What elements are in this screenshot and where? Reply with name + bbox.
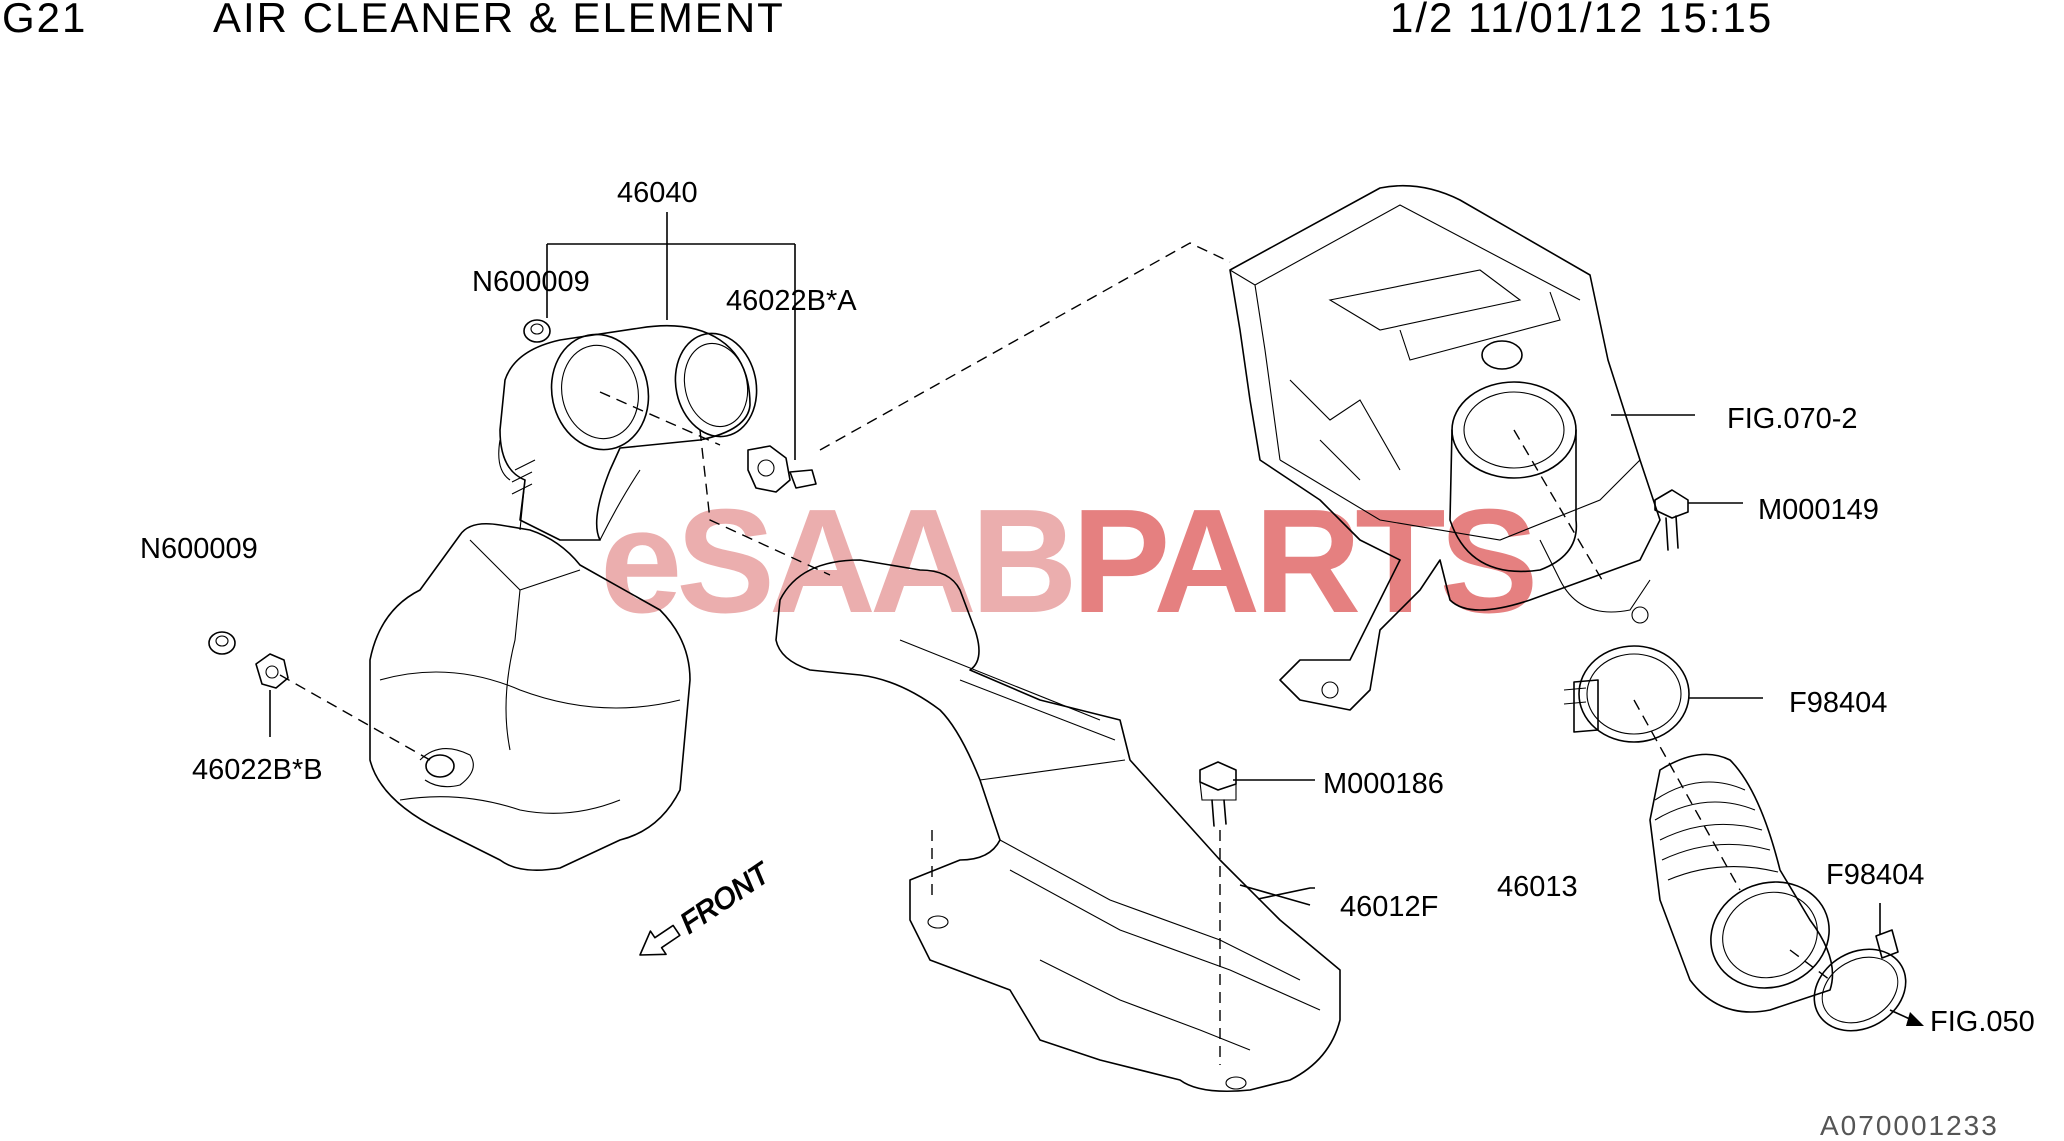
clip-46022b-b — [255, 653, 289, 689]
connector-resonator-axis — [599, 391, 721, 446]
arrowhead-fig050 — [1906, 1012, 1924, 1026]
label-n600009-top: N600009 — [472, 266, 590, 298]
label-f98404-top: F98404 — [1789, 687, 1887, 719]
hose-46013 — [1649, 753, 1834, 1013]
air-cleaner-housing — [1229, 184, 1661, 711]
connector-hose-axis — [1513, 429, 1831, 981]
reference-code: A070001233 — [1820, 1110, 1999, 1141]
label-46022b-a: 46022B*A — [726, 285, 857, 317]
diagram-group-code: G21 — [2, 0, 88, 41]
label-m000186: M000186 — [1323, 768, 1444, 800]
connector-resonator-to-housing — [819, 242, 1231, 451]
label-46022b-b: 46022B*B — [192, 754, 323, 786]
label-fig070-2: FIG.070-2 — [1727, 403, 1858, 435]
front-direction-indicator: FRONT — [639, 856, 778, 956]
label-46012f: 46012F — [1340, 891, 1438, 923]
connector-duct-to-resonator — [699, 429, 831, 576]
label-n600009-left: N600009 — [140, 533, 258, 565]
clamp-f98404-top — [1563, 645, 1690, 743]
diagram-title: AIR CLEANER & ELEMENT — [213, 0, 785, 41]
label-fig050: FIG.050 — [1930, 1006, 2035, 1038]
connector-clip-b-to-tank — [279, 674, 431, 761]
intake-resonator-46040 — [369, 324, 758, 871]
bolt-m000186 — [1199, 761, 1237, 827]
page-info: 1/2 11/01/12 15:15 — [1390, 0, 1774, 41]
label-46013: 46013 — [1497, 871, 1578, 903]
label-46040: 46040 — [617, 177, 698, 209]
front-label: FRONT — [675, 856, 778, 940]
label-m000149: M000149 — [1758, 494, 1879, 526]
nut-n600009-top — [523, 319, 551, 343]
watermark: eSAABPARTS — [600, 479, 1533, 644]
label-f98404-bottom: F98404 — [1826, 859, 1924, 891]
watermark-suffix: PARTS — [1072, 479, 1533, 644]
bolt-m000149 — [1654, 489, 1689, 551]
intake-duct-46012f — [775, 559, 1341, 1093]
leader-lines — [269, 212, 1881, 935]
nut-n600009-left — [208, 631, 236, 655]
clip-46022b-a — [747, 445, 817, 493]
clamp-f98404-bottom — [1813, 929, 1907, 1032]
